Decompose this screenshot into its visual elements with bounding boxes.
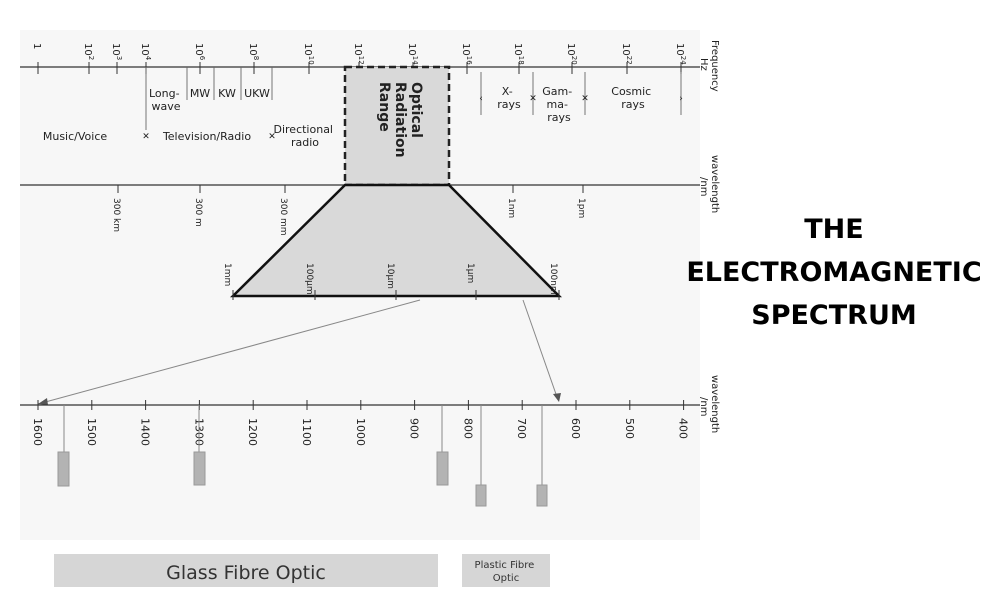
- mw-label: MW: [190, 87, 210, 100]
- nm-tick-label: 900: [408, 418, 421, 439]
- wavelength-axis-label: wavelength /nm: [698, 155, 720, 216]
- nm-tick-label: 1500: [85, 418, 98, 446]
- nm-tick-label: 1100: [300, 418, 313, 446]
- title-line-1: THE: [804, 214, 863, 245]
- title-line-2: ELECTROMAGNETIC: [686, 257, 981, 288]
- trapezoid-tick-label: 10µm: [385, 263, 395, 289]
- frequency-tick-label: 102: [82, 43, 95, 60]
- nm-tick-label: 400: [677, 418, 690, 439]
- svg-text:✕: ✕: [142, 132, 150, 142]
- marker-780nm: [475, 484, 487, 507]
- kw-label: KW: [218, 87, 236, 100]
- nm-tick-label: 700: [515, 418, 528, 439]
- marker-850nm: [436, 451, 449, 486]
- frequency-tick-label: 1: [31, 43, 42, 49]
- frequency-axis: 1 102 103 104 106 108 1010 1012 1014 1016 1018 1020…: [20, 40, 720, 95]
- frequency-tick-label: 1014: [406, 43, 419, 65]
- nm-tick-label: 1400: [139, 418, 152, 446]
- frequency-tick-label: 104: [139, 43, 152, 61]
- page-title: THE ELECTROMAGNETIC SPECTRUM: [686, 214, 981, 331]
- wavelength-tick-label: 300 mm: [278, 198, 288, 236]
- frequency-axis-label: Frequency Hz: [698, 40, 720, 95]
- trapezoid-tick-label: 1µm: [465, 263, 475, 283]
- xrays-label: X- rays: [497, 85, 521, 111]
- nm-tick-label: 500: [623, 418, 636, 439]
- wavelength-tick-label: 300 km: [111, 198, 121, 232]
- band-labels-top: Long- wave MW KW UKW X- rays Gam- ma- ra…: [149, 85, 654, 124]
- plastic-fibre-box: [462, 554, 550, 587]
- band-arrows: ✕ ✕ ‹ ✕ ✕ ›: [142, 94, 683, 142]
- frequency-tick-label: 1020: [565, 43, 578, 65]
- plastic-fibre-label: Plastic Fibre Optic: [475, 560, 538, 584]
- svg-text:›: ›: [679, 94, 683, 104]
- fibre-markers: [57, 405, 548, 507]
- optical-range-label: Optical Radiation Range: [376, 82, 424, 162]
- frequency-tick-label: 106: [193, 43, 206, 61]
- frequency-tick-label: 108: [247, 43, 260, 60]
- wavelength-tick-label: 1nm: [506, 198, 516, 218]
- arrowhead-right: [553, 393, 561, 402]
- directional-radio-label: Directional radio: [274, 123, 337, 149]
- zoom-connector-right: [522, 299, 558, 398]
- optical-range-box: [343, 65, 451, 187]
- frequency-tick-label: 1016: [460, 43, 473, 65]
- nm-tick-label: 1200: [246, 418, 259, 446]
- wavelength-tick-label: 1pm: [576, 198, 586, 218]
- title-line-3: SPECTRUM: [751, 300, 917, 331]
- ukw-label: UKW: [244, 87, 270, 100]
- trapezoid-tick-label: 1mm: [222, 263, 232, 286]
- arrowhead-left: [38, 398, 48, 405]
- nm-tick-label: 1000: [354, 418, 367, 446]
- frequency-tick-label: 103: [110, 43, 123, 60]
- frequency-tick-label: 1012: [352, 43, 365, 65]
- marker-650nm: [536, 484, 548, 507]
- music-voice-label: Music/Voice: [43, 130, 108, 143]
- frequency-tick-label: 1010: [302, 43, 315, 65]
- trapezoid-tick-label: 100nm: [548, 263, 558, 295]
- frequency-tick-label: 1022: [620, 43, 633, 65]
- marker-1550nm: [57, 451, 70, 487]
- television-radio-label: Television/Radio: [162, 130, 251, 143]
- trapezoid-tick-label: 100µm: [304, 263, 314, 295]
- svg-text:✕: ✕: [581, 94, 589, 104]
- svg-text:✕: ✕: [529, 94, 537, 104]
- nm-tick-label: 1600: [31, 418, 44, 446]
- cosmic-rays-label: Cosmic rays: [611, 85, 654, 111]
- nm-axis-label: wavelength /nm: [698, 375, 720, 436]
- band-labels-bottom: Music/Voice Television/Radio Directional…: [43, 123, 337, 149]
- frequency-tick-label: 1024: [674, 43, 687, 65]
- wavelength-tick-label: 300 m: [193, 198, 203, 227]
- nm-tick-label: 600: [569, 418, 582, 439]
- frequency-tick-label: 1018: [512, 43, 525, 65]
- band-separators: [145, 67, 682, 130]
- gamma-rays-label: Gam- ma- rays: [542, 85, 575, 124]
- glass-fibre-label: Glass Fibre Optic: [166, 562, 326, 584]
- svg-text:✕: ✕: [268, 132, 276, 142]
- marker-1300nm: [193, 451, 206, 486]
- glass-fibre-box: [54, 554, 438, 587]
- nm-tick-label: 800: [461, 418, 474, 439]
- longwave-label: Long- wave: [149, 87, 183, 113]
- svg-text:‹: ‹: [479, 94, 483, 104]
- zoom-connector-left: [37, 299, 421, 405]
